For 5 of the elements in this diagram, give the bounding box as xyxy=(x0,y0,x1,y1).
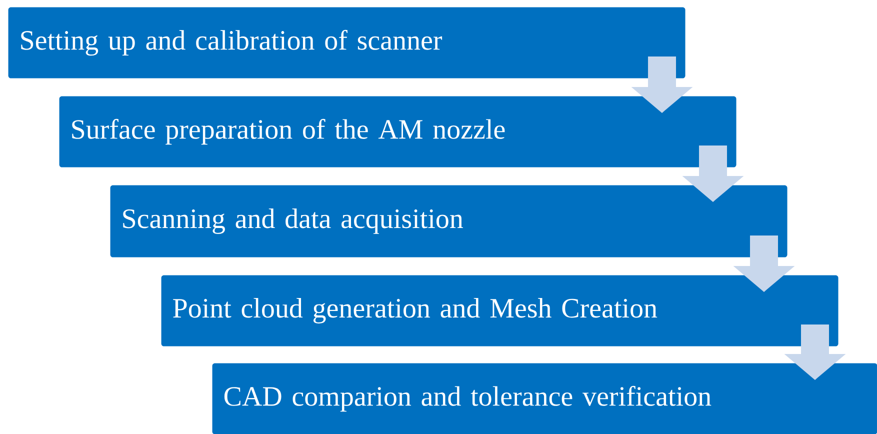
step-box: Setting up and calibration of scanner xyxy=(8,7,686,78)
step-box: CAD comparion and tolerance verification xyxy=(212,363,877,434)
step-box: Point cloud generation and Mesh Creation xyxy=(161,275,838,346)
step-box: Surface preparation of the AM nozzle xyxy=(59,96,736,168)
step-box: Scanning and data acquisition xyxy=(110,185,788,258)
